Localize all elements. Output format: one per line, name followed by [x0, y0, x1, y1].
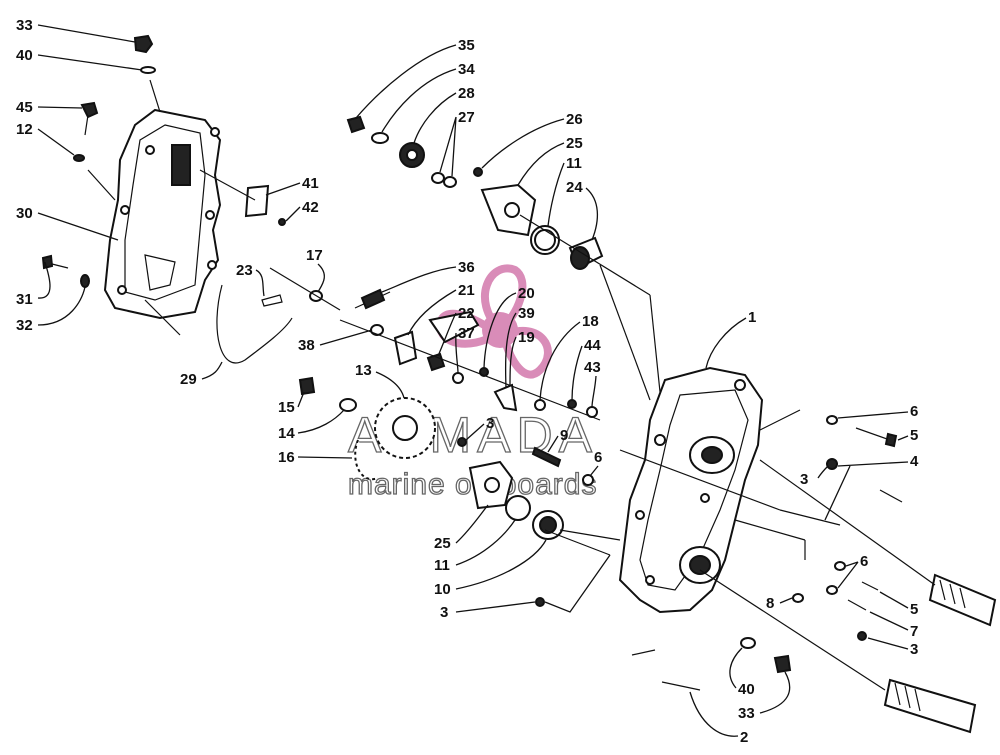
callout-1: 1: [748, 309, 756, 326]
callout-31: 31: [16, 291, 33, 308]
callout-34: 34: [458, 61, 475, 78]
lower-bearing-assembly: [468, 460, 564, 607]
callout-18: 18: [582, 313, 599, 330]
callout-13: 13: [355, 362, 372, 379]
callout-44: 44: [584, 337, 601, 354]
callout-37: 37: [458, 325, 475, 342]
lower-sprocket-assembly: [298, 376, 594, 486]
callout-6-mid: 6: [594, 449, 602, 466]
inspection-plate: [244, 184, 286, 226]
callout-6-upper: 6: [910, 403, 918, 420]
armada-logo: ARMADA marine outboards: [347, 264, 597, 502]
callout-41: 41: [302, 175, 319, 192]
callout-4: 4: [910, 453, 919, 470]
callout-25-lower: 25: [434, 535, 451, 552]
callout-23: 23: [236, 262, 253, 279]
callout-3-lowright: 3: [910, 641, 918, 658]
callout-27: 27: [458, 109, 475, 126]
callout-6-lower: 6: [860, 553, 868, 570]
callout-3-right: 3: [800, 471, 808, 488]
callout-33: 33: [16, 17, 33, 34]
callout-14: 14: [278, 425, 295, 442]
callout-16: 16: [278, 449, 295, 466]
callout-33-lower: 33: [738, 705, 755, 722]
callout-15: 15: [278, 399, 295, 416]
chaincase-cover: [103, 108, 222, 320]
callout-21: 21: [458, 282, 475, 299]
output-shafts: [883, 573, 997, 734]
callout-40-lower: 40: [738, 681, 755, 698]
callout-30: 30: [16, 205, 33, 222]
assembly-centerlines: [87, 79, 936, 691]
callout-19: 19: [518, 329, 535, 346]
tensioner-assembly: [309, 288, 598, 418]
callout-29: 29: [180, 371, 197, 388]
callout-35: 35: [458, 37, 475, 54]
callout-11-upper: 11: [566, 155, 582, 172]
callout-32: 32: [16, 317, 33, 334]
callout-28: 28: [458, 85, 475, 102]
callout-39: 39: [518, 305, 535, 322]
callout-10: 10: [434, 581, 451, 598]
callout-9: 9: [560, 427, 568, 444]
callout-45: 45: [16, 99, 33, 116]
parts-drawing: [41, 34, 997, 734]
callout-12: 12: [16, 121, 33, 138]
callout-5-upper: 5: [910, 427, 918, 444]
callout-22: 22: [458, 305, 475, 322]
callout-8: 8: [766, 595, 774, 612]
callout-17: 17: [306, 247, 323, 264]
callout-labels: 33 40 45 12 30 31 32 41 42 23 17 29 38 3…: [16, 17, 919, 746]
callout-5-lower: 5: [910, 601, 918, 618]
callout-40: 40: [16, 47, 33, 64]
callout-20: 20: [518, 285, 535, 302]
callout-43: 43: [584, 359, 601, 376]
callout-42: 42: [302, 199, 319, 216]
bottom-hardware: [661, 637, 792, 691]
callout-38: 38: [298, 337, 315, 354]
callout-7: 7: [910, 623, 918, 640]
housing-bolts: [792, 415, 903, 641]
dipstick: [216, 284, 293, 364]
callout-26: 26: [566, 111, 583, 128]
callout-24: 24: [566, 179, 583, 196]
callout-3-mid: 3: [486, 415, 494, 432]
upper-sprocket-assembly: [346, 115, 604, 270]
callout-36: 36: [458, 259, 475, 276]
chaincase-housing: [618, 366, 764, 614]
callout-11-lower: 11: [434, 557, 450, 574]
callout-3-lower: 3: [440, 604, 448, 621]
callout-2: 2: [740, 729, 748, 746]
callout-25-upper: 25: [566, 135, 583, 152]
